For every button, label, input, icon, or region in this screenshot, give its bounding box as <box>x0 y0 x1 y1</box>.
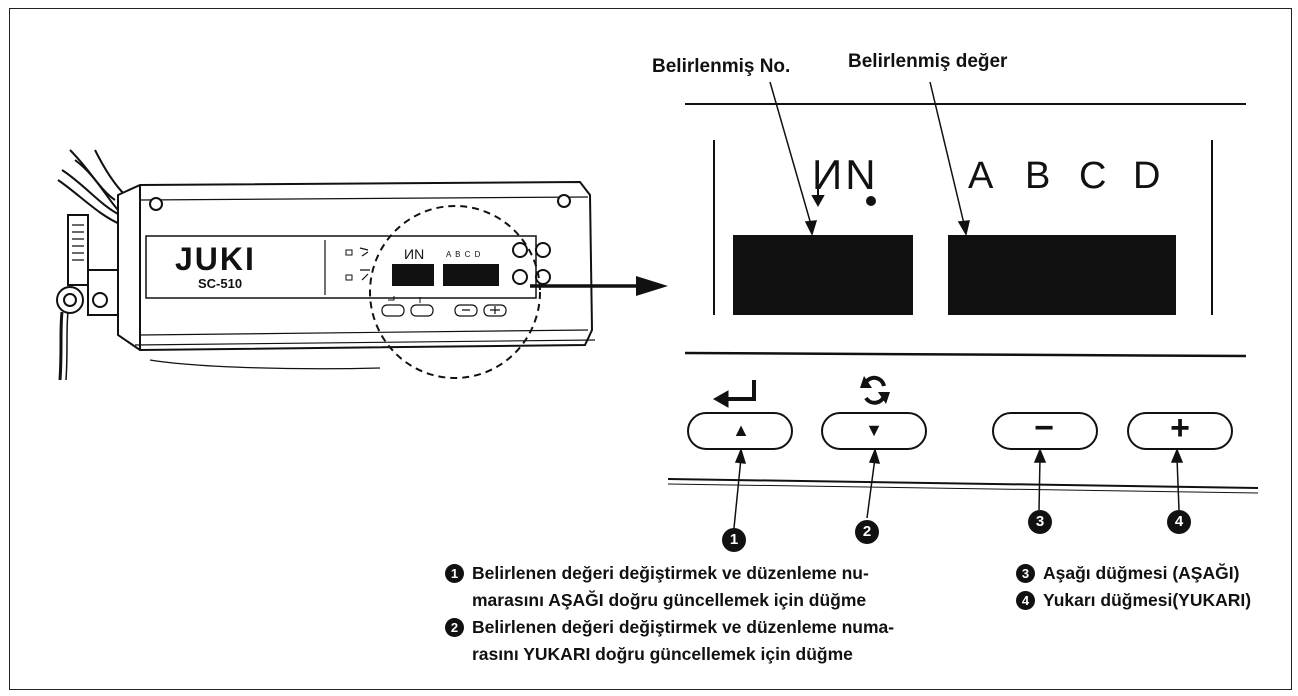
no-letters: ИN <box>812 151 879 198</box>
legend-num-4: 4 <box>1016 591 1035 610</box>
legend-num-2: 2 <box>445 618 464 637</box>
legend-item-1-line1: Belirlenen değeri değiştirmek ve düzenle… <box>472 563 869 583</box>
small-no-letters: ИN <box>404 246 425 262</box>
legend-left: 1 Belirlenen değeri değiştirmek ve düzen… <box>445 560 975 668</box>
setting-value-label: Belirlenmiş değer <box>848 51 1008 72</box>
setting-no-label: Belirlenmiş No. <box>652 56 791 77</box>
legend-item-1-line2: marasını AŞAĞI doğru güncellemek için dü… <box>472 590 867 610</box>
callout-2: 2 <box>855 520 879 544</box>
minus-glyph: − <box>1034 409 1054 447</box>
juki-logo: JUKI <box>175 241 256 277</box>
callout-4: 4 <box>1167 510 1191 534</box>
value-letter-b: B <box>1025 155 1051 197</box>
value-letter-a: A <box>968 155 994 197</box>
legend-item-2-line1: Belirlenen değeri değiştirmek ve düzenle… <box>472 617 895 637</box>
legend-item-3: 3 Aşağı düğmesi (AŞAĞI) <box>1016 560 1291 587</box>
select-down-glyph: ▲ <box>732 420 750 440</box>
select-up-button[interactable] <box>821 412 927 450</box>
legend-item-2-line2: rasını YUKARI doğru güncellemek için düğ… <box>472 644 853 664</box>
legend-item-3-text: Aşağı düğmesi (AŞAĞI) <box>1043 563 1240 583</box>
zoom-arrow <box>530 276 668 296</box>
callout-1: 1 <box>722 528 746 552</box>
enter-arrow-icon <box>712 380 756 408</box>
select-up-glyph: ▼ <box>865 420 883 440</box>
label-pointers <box>769 81 970 237</box>
display-marks <box>811 186 876 208</box>
legend-item-4: 4 Yukarı düğmesi(YUKARI) <box>1016 587 1291 614</box>
select-down-button[interactable] <box>687 412 793 450</box>
setting-value-display <box>948 235 1176 315</box>
legend-item-4-text: Yukarı düğmesi(YUKARI) <box>1043 590 1252 610</box>
value-letter-c: C <box>1079 155 1107 197</box>
legend-item-2: 2 Belirlenen değeri değiştirmek ve düzen… <box>445 614 975 641</box>
plus-glyph: + <box>1170 409 1190 447</box>
legend-num-1: 1 <box>445 564 464 583</box>
enlarged-panel <box>667 103 1259 494</box>
buttons-group <box>687 412 1233 450</box>
callout-pointers <box>733 447 1184 529</box>
legend-right: 3 Aşağı düğmesi (AŞAĞI) 4 Yukarı düğmesi… <box>1016 560 1291 614</box>
value-letter-d: D <box>1133 155 1161 197</box>
legend-item-1: 1 Belirlenen değeri değiştirmek ve düzen… <box>445 560 975 587</box>
minus-button[interactable] <box>992 412 1098 450</box>
setting-no-display <box>733 235 913 315</box>
callout-3: 3 <box>1028 510 1052 534</box>
control-box-illustration <box>56 149 596 381</box>
figure-frame <box>9 8 1292 690</box>
model-label: SC-510 <box>198 276 243 291</box>
cycle-icon <box>860 375 890 405</box>
legend-num-3: 3 <box>1016 564 1035 583</box>
small-value-letters: A B C D <box>446 250 482 259</box>
plus-button[interactable] <box>1127 412 1233 450</box>
